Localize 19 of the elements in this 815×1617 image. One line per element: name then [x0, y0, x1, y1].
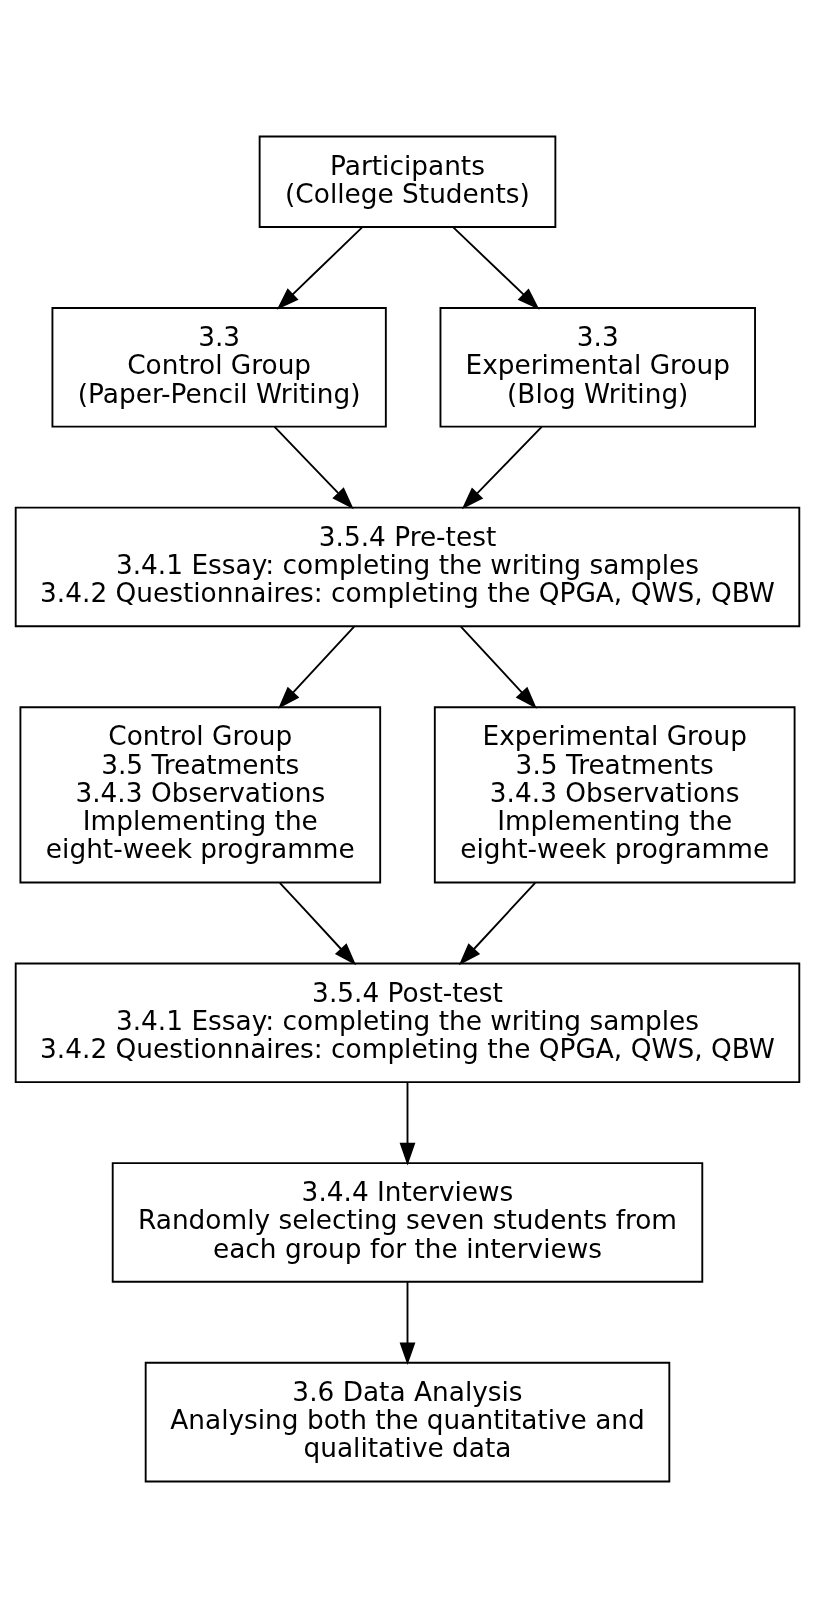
arrow — [273, 425, 354, 509]
node-box: Control Group 3.5 Treatments 3.4.3 Observations Implementing the eight-week programme — [19, 705, 382, 883]
node-box: 3.6 Data Analysis Analysing both the quantitative and qualitative data — [144, 1361, 671, 1482]
arrow — [278, 881, 357, 965]
node-box: Experimental Group 3.5 Treatments 3.4.3 Observations Implementing the eight-week programme — [433, 705, 796, 883]
arrow — [452, 225, 540, 310]
node-box: 3.5.4 Pre-test 3.4.1 Essay: completing the writing samples 3.4.2 Questionnaires: completing the QPGA, QWS, QBW — [14, 506, 801, 627]
arrow — [459, 625, 537, 709]
node-box: 3.3 Control Group (Paper-Pencil Writing) — [51, 306, 387, 428]
arrow — [276, 225, 364, 310]
node-box: 3.4.4 Interviews Randomly selecting seven students from each group for the interviews — [111, 1161, 704, 1283]
arrow — [399, 1080, 416, 1165]
arrow — [458, 881, 537, 965]
arrow — [399, 1280, 416, 1365]
node-box: Participants (College Students) — [258, 135, 557, 228]
node-box: 3.3 Experimental Group (Blog Writing) — [439, 306, 756, 428]
node-box: 3.5.4 Post-test 3.4.1 Essay: completing the writing samples 3.4.2 Questionnaires: completing the QPGA, QWS, QBW — [14, 962, 801, 1083]
arrow — [461, 425, 543, 509]
arrow — [278, 625, 356, 709]
